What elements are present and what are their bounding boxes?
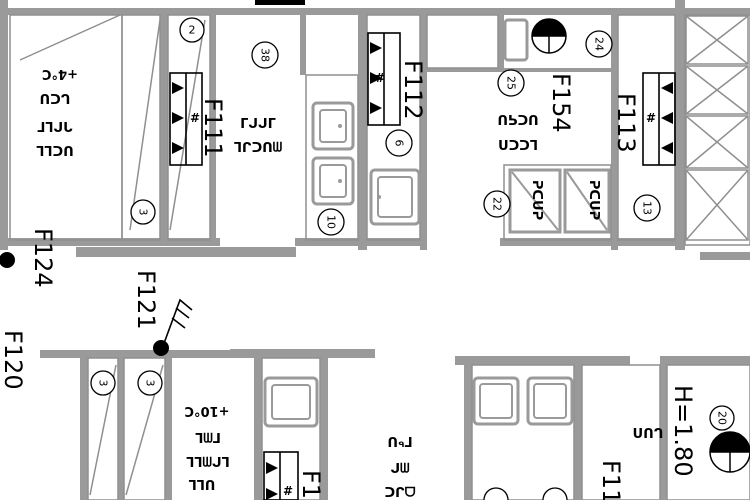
note-line: ᒐᑌᑎ (633, 424, 664, 439)
storage-crosses (685, 15, 749, 241)
room-label: F1 (297, 470, 325, 499)
svg-text:#: # (375, 71, 385, 85)
note-line: ᗰᑌᑕᒍᒪ (234, 138, 282, 153)
equipment-number: 2 (189, 24, 196, 37)
equipment-marker (542, 487, 568, 500)
svg-text:#: # (190, 111, 200, 125)
sink-icon (263, 376, 319, 428)
sink-icon (472, 376, 520, 426)
equipment-number: 3 (137, 209, 150, 216)
room-label: F120 (0, 330, 27, 390)
room-label: F121 (132, 270, 160, 330)
lower-mid-note: ᒥᒃᑌ ᗰᒋ ᗝᒍᑕ (384, 433, 415, 498)
equipment-marker (483, 487, 509, 500)
drain-point-icon (153, 340, 169, 356)
room-label: F11 (597, 460, 625, 500)
f111-note: ᒧᒋᒋᒧ ᗰᑌᑕᒍᒪ (234, 114, 282, 153)
note-line: ᒪᑕᑕᑎ (498, 136, 538, 151)
equipment-marker: 24 (585, 30, 613, 58)
note-line: ᒉᒋᒪᒥ (37, 118, 73, 133)
note-temperature: +4°C (42, 66, 78, 81)
height-label: H=1.80 (669, 385, 697, 477)
appliance-label: ᕈᑕᑌᕈ (529, 180, 544, 220)
note-line: ᒪᒋᗰᒪᒪ (186, 453, 229, 468)
room-label: F154 (547, 73, 575, 133)
equipment-marker: 3 (90, 370, 116, 396)
room-label: F111 (199, 98, 227, 158)
top-marker (255, 0, 305, 5)
f154-note: ᑌᑕᕋᑌ ᒪᑕᑕᑎ (497, 111, 538, 151)
room-label: F113 (612, 93, 640, 153)
fixture-icon (709, 431, 750, 473)
sink-icon (311, 156, 355, 206)
note-line: ᒥᗰᒪ (195, 429, 221, 444)
note-line: ᑌᑕᕋᑌ (497, 111, 538, 126)
outlet-panel-icon: # (263, 451, 299, 500)
equipment-number: 20 (716, 411, 729, 425)
note-line: ᑌᒪᒪ (189, 476, 216, 491)
equipment-marker: 13 (633, 194, 661, 222)
equipment-number: 22 (491, 197, 504, 211)
equipment-number: 38 (259, 48, 272, 62)
note-line: ᗰᒋ (390, 459, 409, 474)
equipment-number: 6 (393, 140, 406, 147)
drain-arrow-icon (162, 298, 193, 347)
equipment-marker: 3 (137, 370, 163, 396)
note-line: ᑌᑕᒪᒪ (36, 142, 73, 157)
room-label: F112 (399, 60, 427, 120)
sinks (263, 18, 574, 428)
lower-room-note: +10°C ᒥᗰᒪ ᒪᒋᗰᒪᒪ ᑌᒪᒪ (184, 403, 229, 491)
equipment-number: 13 (641, 201, 654, 215)
drain-point-icon (0, 252, 15, 268)
room-label: F124 (29, 228, 57, 288)
note-line: ᒧᒋᒋᒧ (240, 114, 276, 129)
equipment-marker: 6 (385, 129, 413, 157)
equipment-marker: 3 (130, 199, 156, 225)
equipment-number: 24 (593, 37, 606, 51)
note-line: ᗝᒍᑕ (384, 483, 415, 498)
equipment-marker: 22 (483, 190, 511, 218)
equipment-marker: 10 (317, 208, 345, 236)
sink-icon (526, 376, 574, 426)
equipment-marker: 2 (179, 17, 205, 43)
note-line: ᒥᒃᑌ (387, 433, 412, 448)
note-temperature: +10°C (184, 403, 229, 418)
equipment-marker: 25 (497, 69, 525, 97)
appliance-label: ᕈᑕᑌᕈ (586, 180, 601, 220)
svg-text:#: # (646, 111, 656, 125)
sink-icon (311, 101, 355, 151)
equipment-marker: 38 (251, 41, 279, 69)
equipment-number: 3 (97, 380, 110, 387)
counters (9, 14, 750, 500)
svg-text:#: # (283, 484, 293, 498)
equipment-number: 3 (144, 380, 157, 387)
fixture-icon (531, 18, 567, 54)
note-line: ᒐᑕᑌ (40, 90, 71, 105)
appliance-pair: ᕈᑕᑌᕈ ᕈᑕᑌᕈ (508, 168, 611, 234)
cold-room-note: +4°C ᒐᑕᑌ ᒉᒋᒪᒥ ᑌᑕᒪᒪ (36, 66, 78, 157)
outlet-panel-icon: # (367, 32, 401, 126)
equipment-number: 25 (505, 76, 518, 90)
outlet-panel-icon: # (169, 72, 203, 166)
outlet-panel-icon: # (642, 72, 676, 166)
electrical-panels: # # # # (169, 32, 676, 500)
equipment-number: 10 (325, 215, 338, 229)
sink-icon (369, 168, 421, 226)
equipment-marker: 20 (709, 405, 735, 431)
